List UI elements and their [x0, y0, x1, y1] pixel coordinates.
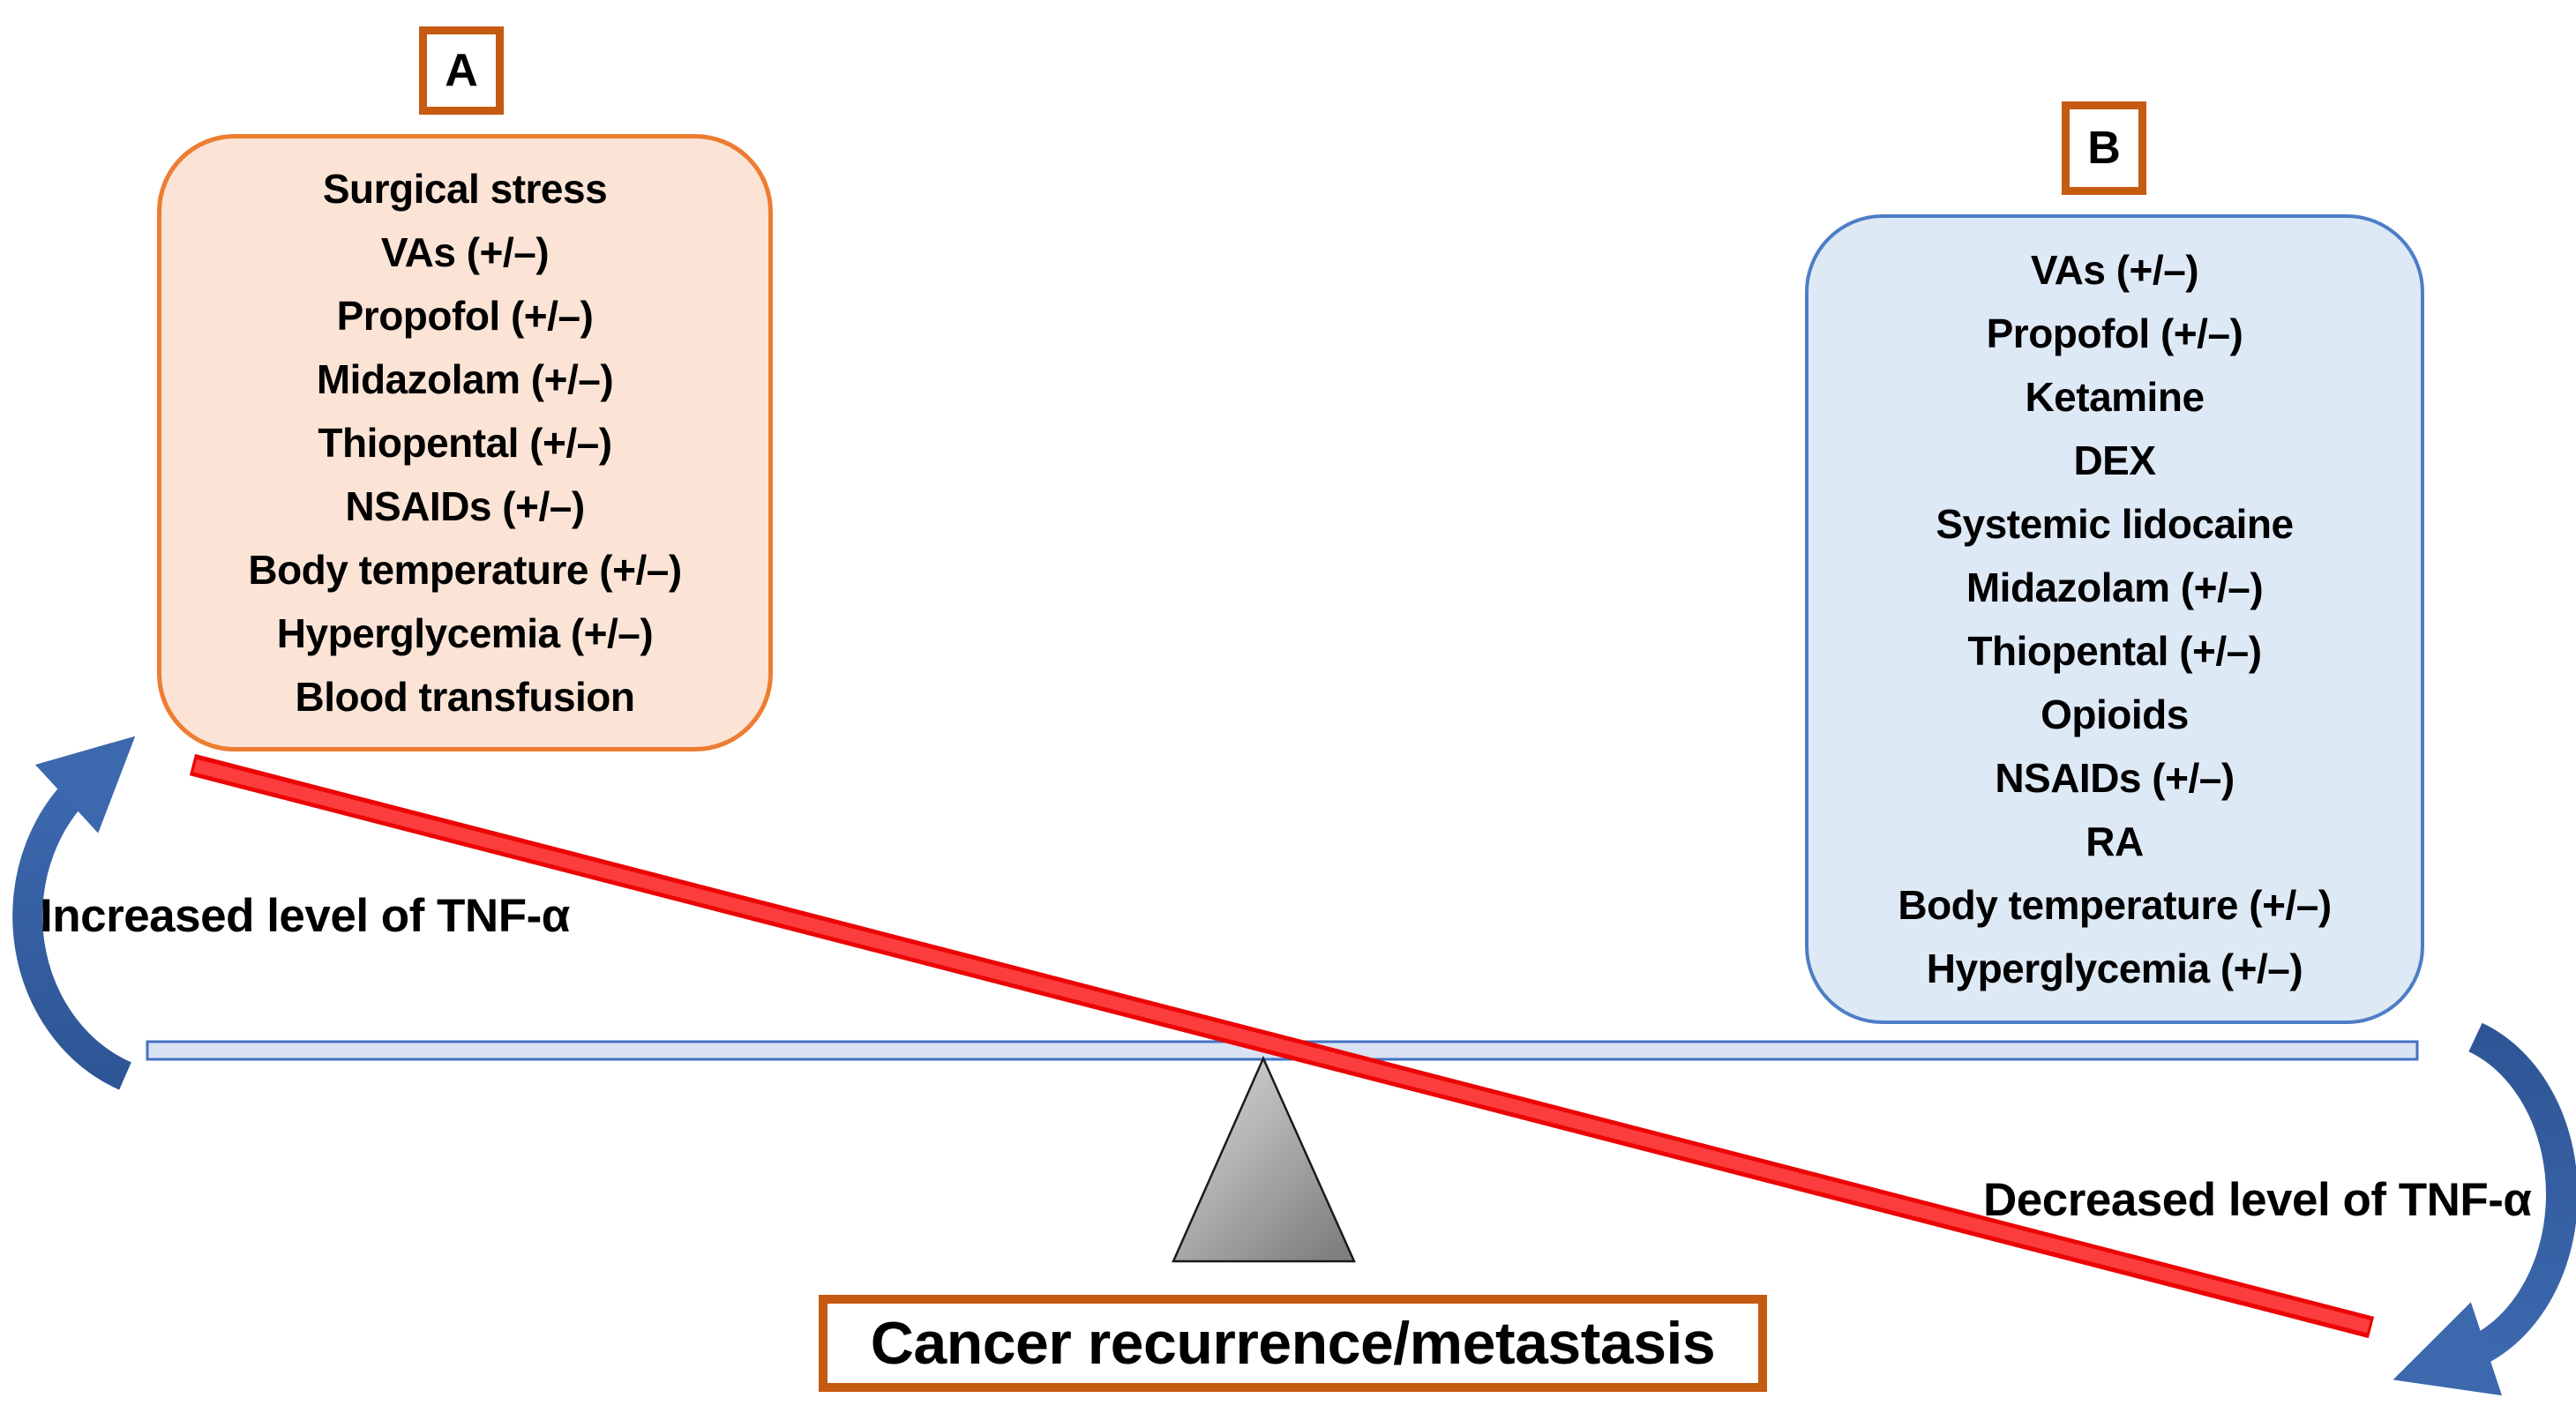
panel-b-factor: RA	[2086, 819, 2144, 864]
panel-a-factor: VAs (+/–)	[380, 229, 550, 275]
panel-b-factor: VAs (+/–)	[2030, 247, 2199, 293]
panel-b-tag-label: B	[2087, 123, 2121, 174]
panel-a-factor: Body temperature (+/–)	[248, 547, 682, 593]
panel-b-factor: Ketamine	[2025, 374, 2205, 420]
panel-a-factor: Midazolam (+/–)	[316, 356, 614, 402]
panel-b-factor: Opioids	[2041, 692, 2189, 737]
increased-tnf-annotation: Increased level of TNF-α	[40, 890, 570, 942]
decreased-tnf-annotation: Decreased level of TNF-α	[1983, 1174, 2532, 1226]
panel-a-factor: Blood transfusion	[295, 674, 635, 720]
panel-b-factor: NSAIDs (+/–)	[1995, 755, 2235, 801]
panel-b-factor: Midazolam (+/–)	[1966, 564, 2264, 610]
panel-a-tag: A	[419, 26, 504, 115]
panel-a-factor: NSAIDs (+/–)	[345, 483, 585, 529]
outcome-label: Cancer recurrence/metastasis	[870, 1310, 1716, 1377]
panel-a-factor: Surgical stress	[322, 166, 608, 212]
curved-arrow-up-icon	[12, 736, 136, 1090]
panel-b-factor: Propofol (+/–)	[1986, 310, 2243, 356]
tilted-red-line	[193, 759, 2370, 1334]
panel-a-factor: Propofol (+/–)	[336, 293, 594, 339]
panel-a-factor: Hyperglycemia (+/–)	[276, 610, 654, 656]
panel-b-factor: Body temperature (+/–)	[1898, 882, 2332, 928]
panel-a-tag-label: A	[445, 45, 478, 96]
outcome-box: Cancer recurrence/metastasis	[819, 1295, 1767, 1392]
panel-b-factor: Hyperglycemia (+/–)	[1926, 946, 2303, 991]
panel-a-factor: Thiopental (+/–)	[318, 420, 612, 466]
curved-arrow-down-icon	[2393, 1022, 2576, 1396]
panel-b-factor: Systemic lidocaine	[1936, 501, 2294, 547]
fulcrum-triangle	[1172, 1055, 1356, 1263]
panel-b-factor: Thiopental (+/–)	[1967, 628, 2262, 674]
panel-b-tag: B	[2062, 101, 2146, 195]
panel-b-factor: DEX	[2073, 437, 2156, 483]
